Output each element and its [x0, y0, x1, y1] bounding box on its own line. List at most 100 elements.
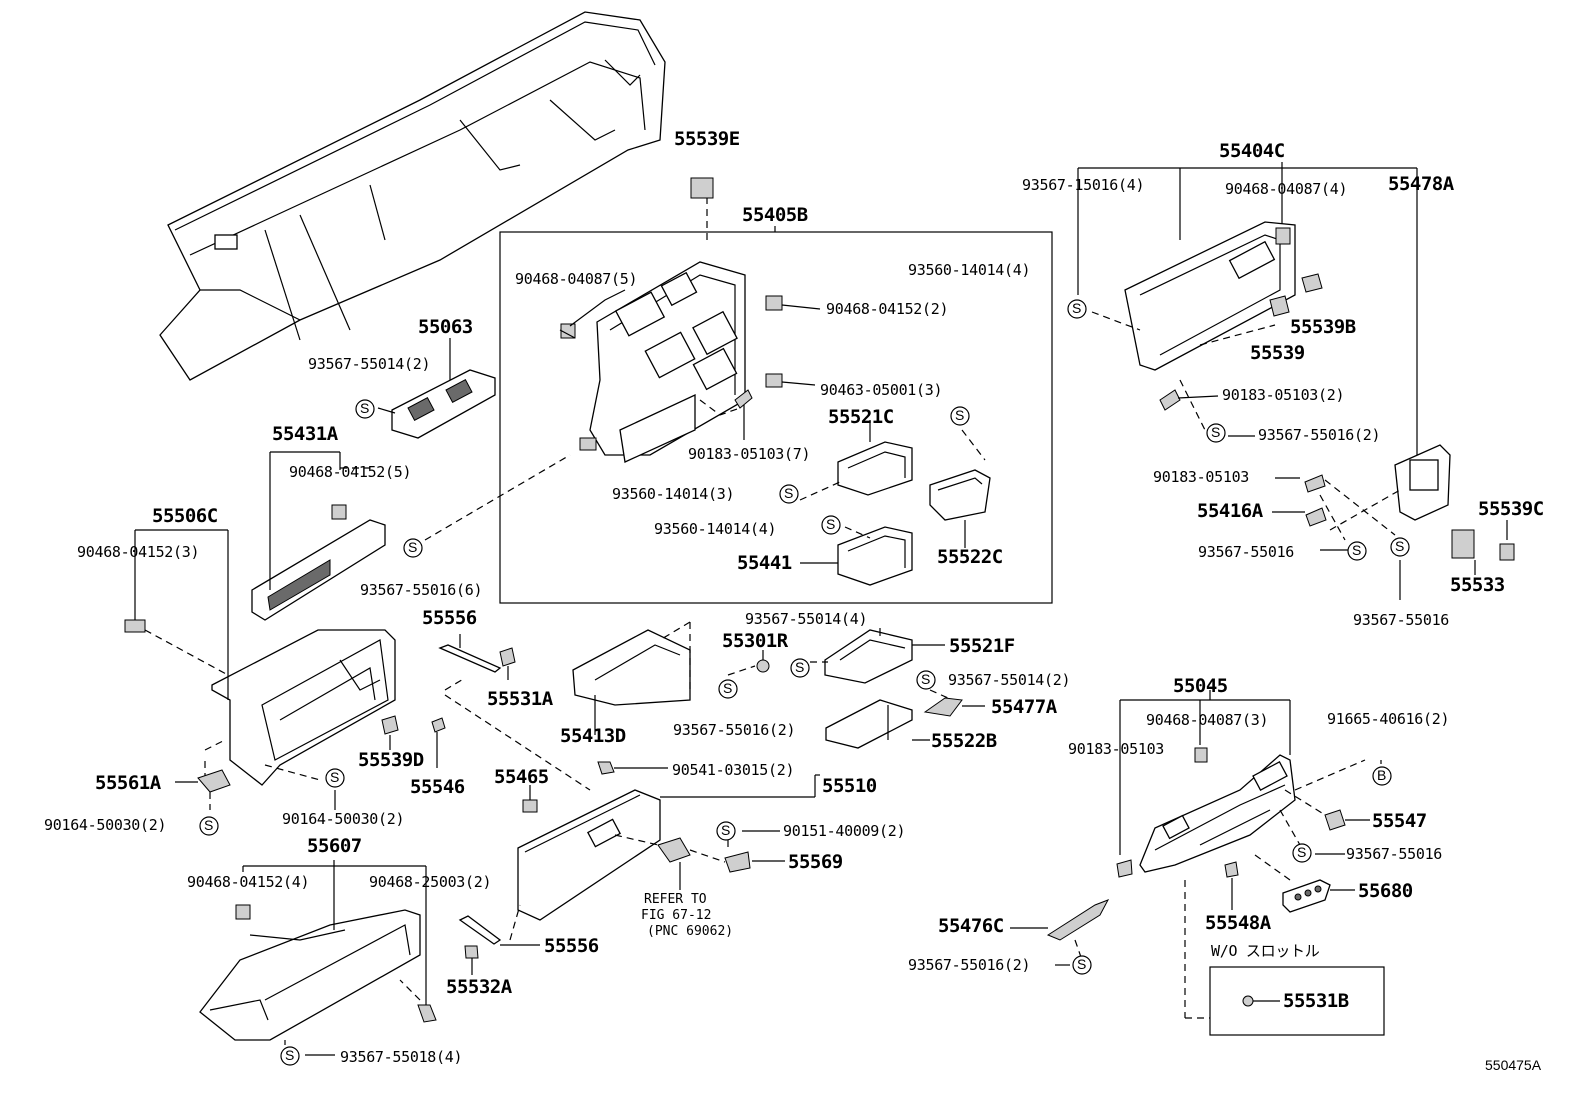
s-mark: S	[784, 485, 794, 501]
bracket-55413D-drawing	[572, 629, 691, 706]
part-label-55533[interactable]: 55533	[1450, 574, 1505, 596]
part-label-55569[interactable]: 55569	[788, 851, 843, 873]
bolt-label[interactable]: 93567-55014(4)	[745, 610, 868, 628]
refer-note-line1: REFER TO	[644, 892, 707, 907]
part-label-55539D[interactable]: 55539D	[358, 749, 424, 771]
bolt-label[interactable]: 90468-04152(5)	[289, 463, 412, 481]
s-mark-symbols	[199, 299, 1410, 1066]
s-mark: S	[204, 817, 214, 833]
part-label-55522C[interactable]: 55522C	[937, 546, 1003, 568]
bolt-label[interactable]: 93567-55014(2)	[308, 355, 431, 373]
bolt-label[interactable]: 90183-05103(2)	[1222, 386, 1345, 404]
instrument-panel-drawing	[159, 11, 666, 381]
s-mark: S	[721, 822, 731, 838]
bolt-label[interactable]: 93560-14014(4)	[908, 261, 1031, 279]
bolt-label[interactable]: 93567-55016	[1353, 611, 1450, 629]
bolt-label[interactable]: 93567-55016	[1346, 845, 1443, 863]
bolt-label[interactable]: 93567-55016(2)	[673, 721, 796, 739]
bolt-label[interactable]: 93567-55016(6)	[360, 581, 483, 599]
combination-meter-panel-55404C-drawing	[1124, 221, 1296, 371]
bolt-label[interactable]: 90468-04087(3)	[1146, 711, 1269, 729]
part-label-55476C[interactable]: 55476C	[938, 915, 1004, 937]
bolt-label[interactable]: 90468-04087(4)	[1225, 180, 1348, 198]
bolt-label[interactable]: 90468-04087(5)	[515, 270, 638, 288]
bolt-label[interactable]: 93567-55014(2)	[948, 671, 1071, 689]
part-label-55556[interactable]: 55556	[544, 935, 599, 957]
bolt-label[interactable]: 93560-14014(3)	[612, 485, 735, 503]
bolt-label[interactable]: 90183-05103	[1068, 740, 1165, 758]
part-label-55522B[interactable]: 55522B	[931, 730, 997, 752]
part-label-55045[interactable]: 55045	[1173, 675, 1228, 697]
lower-panel-55506C-drawing	[211, 629, 396, 786]
bolt-label[interactable]: 93567-55018(4)	[340, 1048, 463, 1066]
part-label-55063[interactable]: 55063	[418, 316, 473, 338]
s-mark: S	[1077, 956, 1087, 972]
bolt-label[interactable]: 90468-04152(2)	[826, 300, 949, 318]
part-label-55561A[interactable]: 55561A	[95, 772, 161, 794]
bolt-label[interactable]: 90463-05001(3)	[820, 381, 943, 399]
switch-55680-drawing	[1282, 879, 1331, 913]
refer-note-line3: (PNC 69062)	[647, 924, 734, 939]
part-label-55441[interactable]: 55441	[737, 552, 792, 574]
part-label-55431A[interactable]: 55431A	[272, 423, 338, 445]
duct-55522C-drawing	[929, 469, 991, 521]
bolt-label[interactable]: 93567-55016(2)	[1258, 426, 1381, 444]
part-label-55546[interactable]: 55546	[410, 776, 465, 798]
s-mark: S	[1297, 844, 1307, 860]
part-label-55510[interactable]: 55510	[822, 775, 877, 797]
part-label-55301R[interactable]: 55301R	[722, 630, 788, 652]
s-mark: S	[285, 1047, 295, 1063]
part-label-55539C[interactable]: 55539C	[1478, 498, 1544, 520]
group-frame-55405B	[499, 231, 1053, 604]
part-label-55521F[interactable]: 55521F	[949, 635, 1015, 657]
part-label-55547[interactable]: 55547	[1372, 810, 1427, 832]
bolt-label[interactable]: 90468-25003(2)	[369, 873, 492, 891]
bolt-label[interactable]: 90151-40009(2)	[783, 822, 906, 840]
s-mark: S	[826, 516, 836, 532]
part-label-55607[interactable]: 55607	[307, 835, 362, 857]
part-55539E-drawing	[690, 177, 714, 199]
part-label-55477A[interactable]: 55477A	[991, 696, 1057, 718]
part-label-55680[interactable]: 55680	[1358, 880, 1413, 902]
part-label-55531B[interactable]: 55531B	[1283, 990, 1349, 1012]
refer-note-line2[interactable]: FIG 67-12	[641, 908, 712, 923]
bolt-label[interactable]: 93567-55016(2)	[908, 956, 1031, 974]
part-label-55405B[interactable]: 55405B	[742, 204, 808, 226]
part-label-55556[interactable]: 55556	[422, 607, 477, 629]
s-mark: S	[408, 539, 418, 555]
part-label-55539B[interactable]: 55539B	[1290, 316, 1356, 338]
part-label-55539[interactable]: 55539	[1250, 342, 1305, 364]
part-label-55539E[interactable]: 55539E	[674, 128, 740, 150]
bolt-label[interactable]: 90164-50030(2)	[44, 816, 167, 834]
bolt-label[interactable]: 90541-03015(2)	[672, 761, 795, 779]
s-mark: S	[1072, 300, 1082, 316]
cluster-finish-panel-drawing	[579, 261, 746, 463]
s-mark: S	[955, 407, 965, 423]
part-label-55465[interactable]: 55465	[494, 766, 549, 788]
bolt-label[interactable]: 90468-04152(4)	[187, 873, 310, 891]
register-55431A-drawing	[251, 519, 386, 621]
part-label-55506C[interactable]: 55506C	[152, 505, 218, 527]
part-label-55532A[interactable]: 55532A	[446, 976, 512, 998]
bolt-label[interactable]: 93560-14014(4)	[654, 520, 777, 538]
bolt-label[interactable]: 90183-05103	[1153, 468, 1250, 486]
s-mark: S	[330, 769, 340, 785]
bolt-label[interactable]: 90164-50030(2)	[282, 810, 405, 828]
part-label-55416A[interactable]: 55416A	[1197, 500, 1263, 522]
diagram-code: 550475A	[1485, 1057, 1542, 1073]
part-label-55404C[interactable]: 55404C	[1219, 140, 1285, 162]
part-label-55531A[interactable]: 55531A	[487, 688, 553, 710]
part-label-55413D[interactable]: 55413D	[560, 725, 626, 747]
bolt-label[interactable]: 90183-05103(7)	[688, 445, 811, 463]
bolt-label[interactable]: 93567-55016	[1198, 543, 1295, 561]
part-label-55521C[interactable]: 55521C	[828, 406, 894, 428]
bolt-label[interactable]: 91665-40616(2)	[1327, 710, 1450, 728]
part-label-55478A[interactable]: 55478A	[1388, 173, 1454, 195]
bolt-label[interactable]: 90468-04152(3)	[77, 543, 200, 561]
duct-55441-drawing	[837, 526, 913, 586]
bolt-label[interactable]: 93567-15016(4)	[1022, 176, 1145, 194]
part-label-55548A[interactable]: 55548A	[1205, 912, 1271, 934]
s-mark: S	[360, 400, 370, 416]
